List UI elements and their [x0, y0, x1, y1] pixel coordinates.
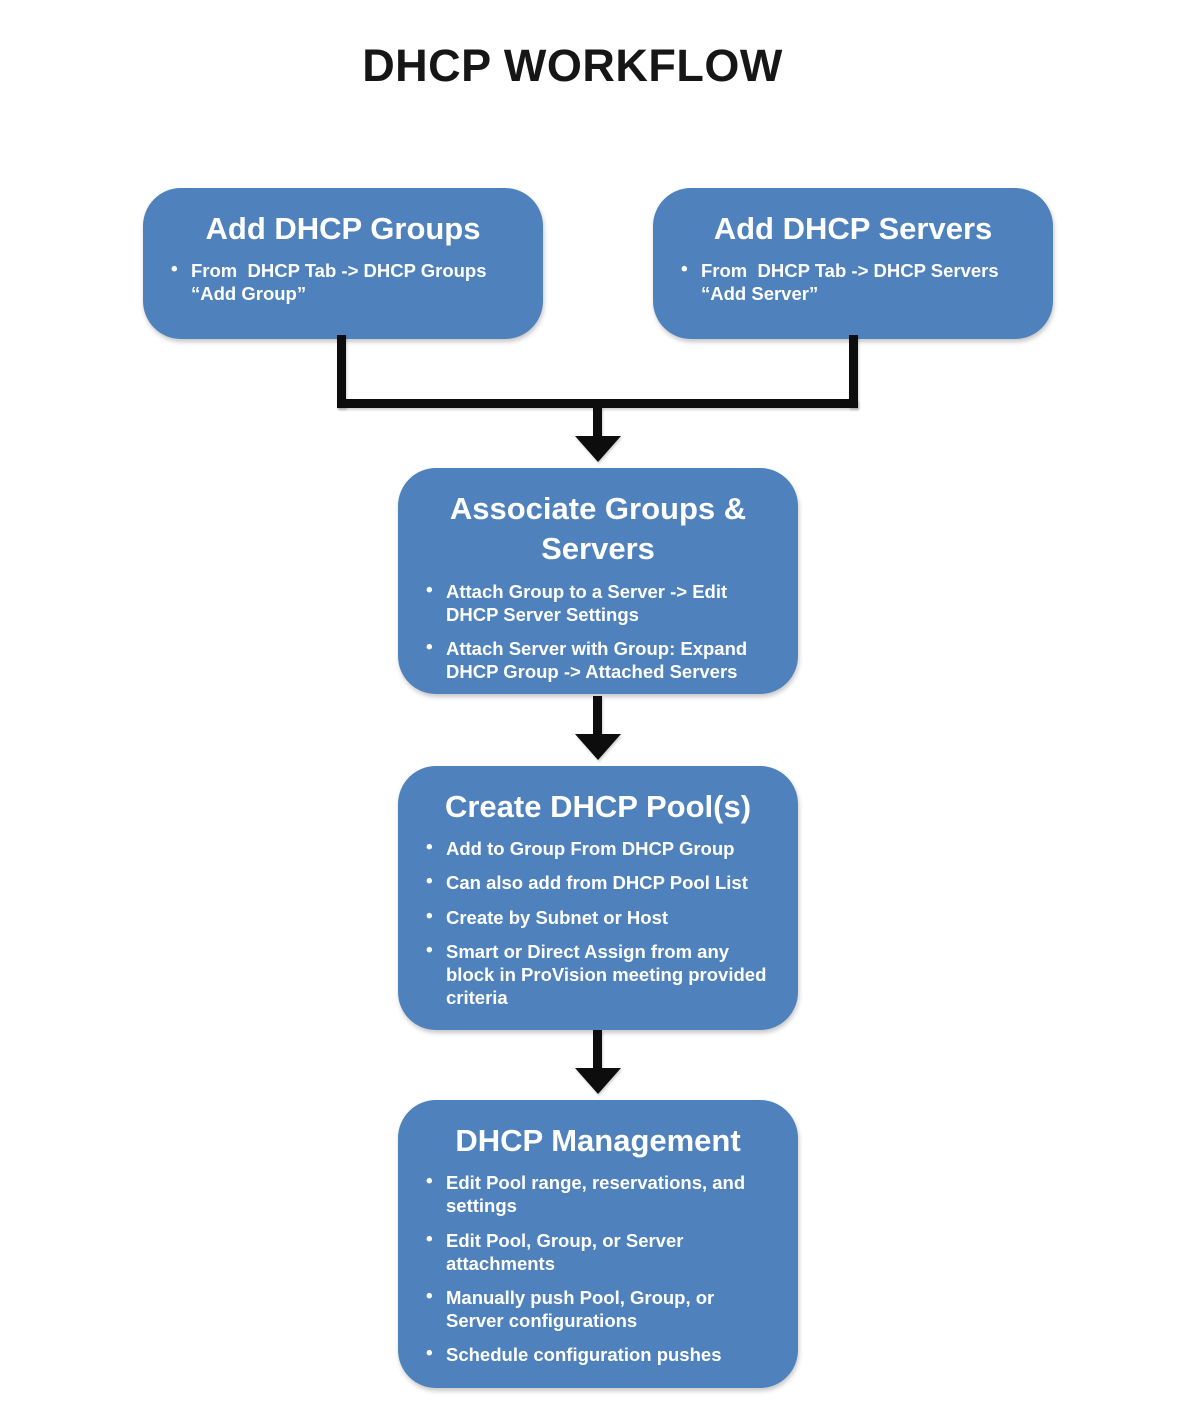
node-title: DHCP Management — [455, 1123, 741, 1158]
connector-horizontal-bar — [337, 399, 858, 408]
node-bullet-list: Add to Group From DHCP Group Can also ad… — [398, 836, 798, 1009]
arrow-down-icon — [575, 436, 621, 462]
node-bullet-list: Attach Group to a Server -> Edit DHCP Se… — [398, 579, 798, 684]
bullet-item: From DHCP Tab -> DHCP Groups “Add Group” — [169, 258, 527, 305]
bullet-item: Attach Server with Group: Expand DHCP Gr… — [424, 636, 782, 683]
node-associate-groups-servers: Associate Groups & Servers Attach Group … — [398, 468, 798, 694]
connector-drop-right — [849, 335, 858, 408]
bullet-item: Smart or Direct Assign from any block in… — [424, 939, 782, 1009]
node-title: Associate Groups & Servers — [449, 491, 747, 567]
node-add-dhcp-servers: Add DHCP Servers From DHCP Tab -> DHCP S… — [653, 188, 1053, 339]
node-title: Add DHCP Servers — [713, 211, 993, 246]
connector-drop-left — [337, 335, 346, 408]
bullet-item: From DHCP Tab -> DHCP Servers “Add Serve… — [679, 258, 1037, 305]
bullet-item: Edit Pool range, reservations, and setti… — [424, 1170, 782, 1217]
bullet-item: Manually push Pool, Group, or Server con… — [424, 1285, 782, 1332]
connector-merge-stem — [593, 405, 602, 438]
node-dhcp-management: DHCP Management Edit Pool range, reserva… — [398, 1100, 798, 1388]
bullet-item: Create by Subnet or Host — [424, 905, 782, 929]
node-title: Create DHCP Pool(s) — [444, 789, 752, 824]
bullet-item: Add to Group From DHCP Group — [424, 836, 782, 860]
bullet-item: Schedule configuration pushes — [424, 1342, 782, 1366]
arrow-down-icon — [575, 734, 621, 760]
bullet-item: Can also add from DHCP Pool List — [424, 870, 782, 894]
node-bullet-list: Edit Pool range, reservations, and setti… — [398, 1170, 798, 1366]
node-title: Add DHCP Groups — [205, 211, 481, 246]
bullet-item: Attach Group to a Server -> Edit DHCP Se… — [424, 579, 782, 626]
node-add-dhcp-groups: Add DHCP Groups From DHCP Tab -> DHCP Gr… — [143, 188, 543, 339]
node-bullet-list: From DHCP Tab -> DHCP Groups “Add Group” — [143, 258, 543, 305]
connector-stem — [593, 1030, 602, 1070]
node-bullet-list: From DHCP Tab -> DHCP Servers “Add Serve… — [653, 258, 1053, 305]
bullet-item: Edit Pool, Group, or Server attachments — [424, 1228, 782, 1275]
arrow-down-icon — [575, 1068, 621, 1094]
diagram-title: DHCP WORKFLOW — [362, 40, 783, 91]
node-create-dhcp-pools: Create DHCP Pool(s) Add to Group From DH… — [398, 766, 798, 1030]
connector-stem — [593, 696, 602, 736]
